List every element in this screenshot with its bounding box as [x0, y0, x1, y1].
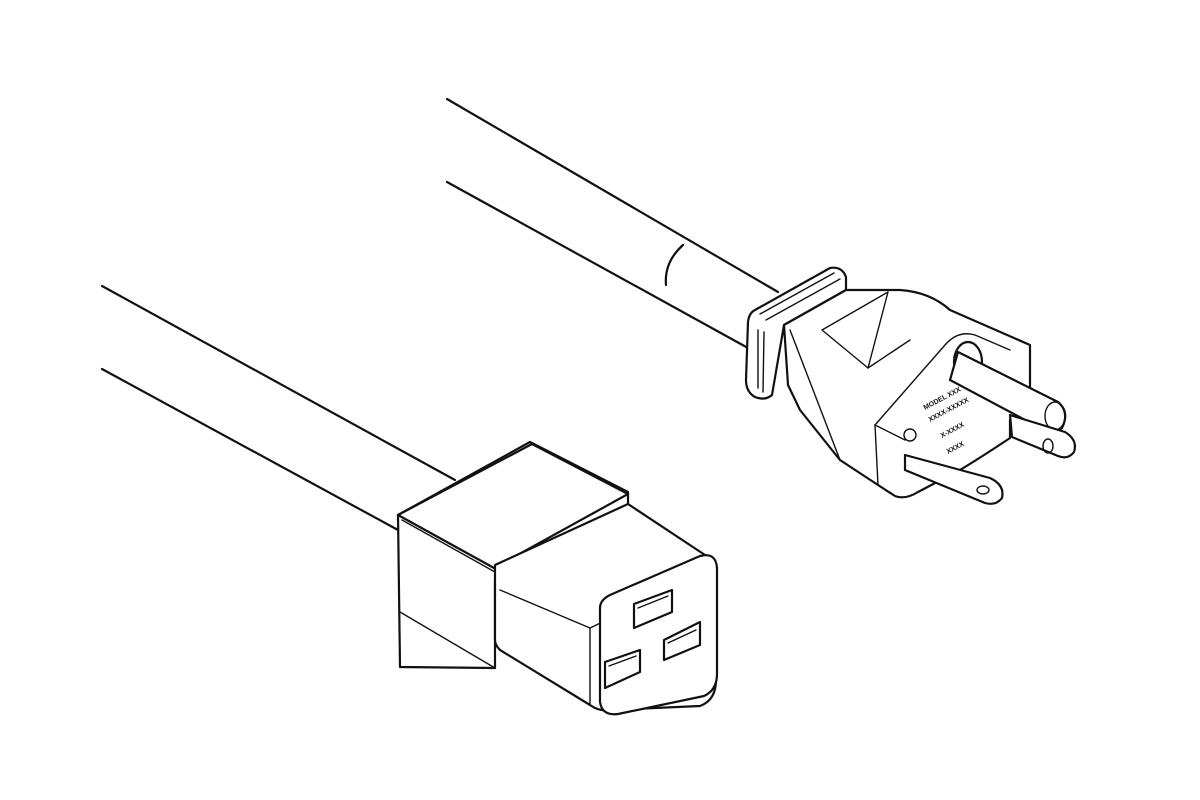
neutral-blade [903, 453, 1004, 505]
cable-lower [100, 284, 457, 532]
hot-blade [1008, 413, 1077, 459]
c19-connector [396, 440, 719, 716]
connector-slots [603, 588, 702, 690]
cable-upper [445, 97, 780, 350]
ground-pin [948, 340, 1067, 434]
nema-plug: MODEL XXX XXXX-XXXXX X-XXXX XXXX [744, 266, 1077, 505]
